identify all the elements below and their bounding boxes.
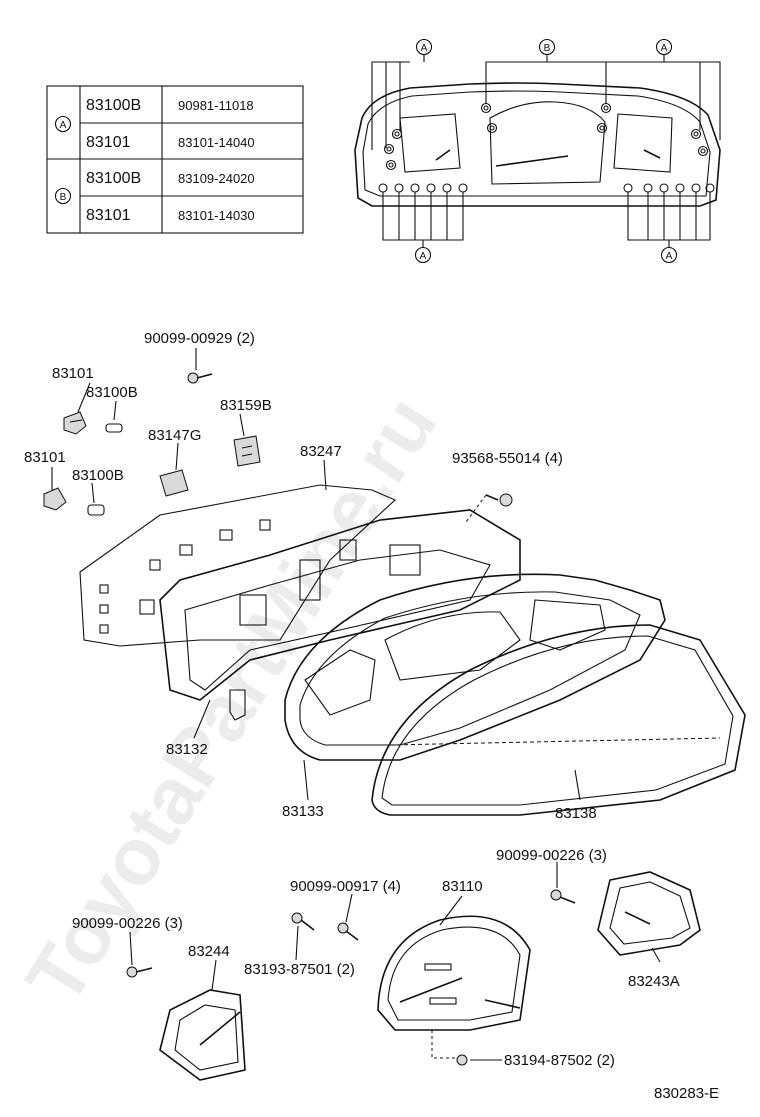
connector-83159b-icon (233, 435, 261, 467)
label-90099-00226: 90099-00226 (3) (72, 915, 183, 932)
gauge-83244-icon (159, 989, 246, 1081)
speedometer-83110-icon (377, 915, 531, 1059)
marker-a-icon: A (660, 246, 678, 264)
bulb-83100b-a-icon (105, 423, 123, 433)
table-cell-number: 90981-11018 (178, 98, 254, 113)
label-83147g: 83147G (148, 427, 201, 444)
svg-text:B: B (60, 192, 67, 203)
table-marker-b-icon: B (54, 187, 72, 205)
table-cell-part: 83101 (86, 134, 131, 151)
label-83193-87501: 83193-87501 (2) (244, 961, 355, 978)
label-83101: 83101 (52, 365, 94, 382)
svg-text:A: A (661, 43, 668, 54)
label-83132: 83132 (166, 741, 208, 758)
cluster-bulb-layout: A B A A A (354, 38, 721, 264)
label-83101: 83101 (24, 449, 66, 466)
table-marker-a-icon: A (54, 115, 72, 133)
label-83138: 83138 (555, 805, 597, 822)
connector-83147g-icon (159, 469, 189, 497)
label-90099-00226: 90099-00226 (3) (496, 847, 607, 864)
label-83244: 83244 (188, 943, 230, 960)
bulb-83100b-b-icon (87, 504, 105, 516)
svg-text:A: A (666, 251, 673, 262)
part-labels: 90099-00929 (2) 83101 83100B 83159B 8314… (24, 330, 719, 1102)
svg-text:A: A (421, 43, 428, 54)
exploded-cluster (79, 484, 746, 816)
label-83159b: 83159B (220, 397, 272, 414)
marker-a-icon: A (655, 38, 673, 56)
svg-text:A: A (420, 251, 427, 262)
table-cell-number: 83101-14040 (178, 135, 255, 150)
marker-a-icon: A (415, 38, 433, 56)
table-cell-part: 83100B (86, 97, 141, 114)
svg-text:A: A (60, 120, 67, 131)
bulb-socket-83101-a-icon (63, 411, 87, 435)
table-cell-number: 83101-14030 (178, 208, 255, 223)
table-cell-part: 83101 (86, 207, 131, 224)
screw-90099-00226-left-icon (126, 966, 153, 978)
screw-90099-00929-icon (187, 372, 213, 384)
label-83110: 83110 (442, 878, 483, 895)
screw-93568-icon (465, 493, 513, 523)
label-83133: 83133 (282, 803, 324, 820)
label-90099-00929: 90099-00929 (2) (144, 330, 255, 347)
screw-90099-00226-right-icon (550, 889, 576, 904)
label-93568-55014: 93568-55014 (4) (452, 450, 563, 467)
label-90099-00917: 90099-00917 (4) (290, 878, 401, 895)
table-cell-part: 83100B (86, 170, 141, 187)
diagram-code: 830283-E (654, 1085, 719, 1102)
bulb-reference-table: A B 83100B 90981-11018 83101 83101-14040… (46, 85, 304, 234)
marker-b-icon: B (538, 38, 556, 56)
label-83100b: 83100B (72, 467, 124, 484)
table-cell-number: 83109-24020 (178, 171, 255, 186)
label-83100b: 83100B (86, 384, 138, 401)
label-83243a: 83243A (628, 973, 680, 990)
gauge-83243a-icon (597, 871, 701, 956)
screw-83194-icon (456, 1054, 468, 1066)
screw-90099-00917-icon (337, 922, 359, 941)
marker-a-icon: A (414, 246, 432, 264)
label-83194-87502: 83194-87502 (2) (504, 1052, 615, 1069)
bulb-socket-83101-b-icon (43, 487, 67, 511)
label-83247: 83247 (300, 443, 342, 460)
screw-83193-icon (291, 912, 315, 931)
svg-text:B: B (544, 43, 551, 54)
